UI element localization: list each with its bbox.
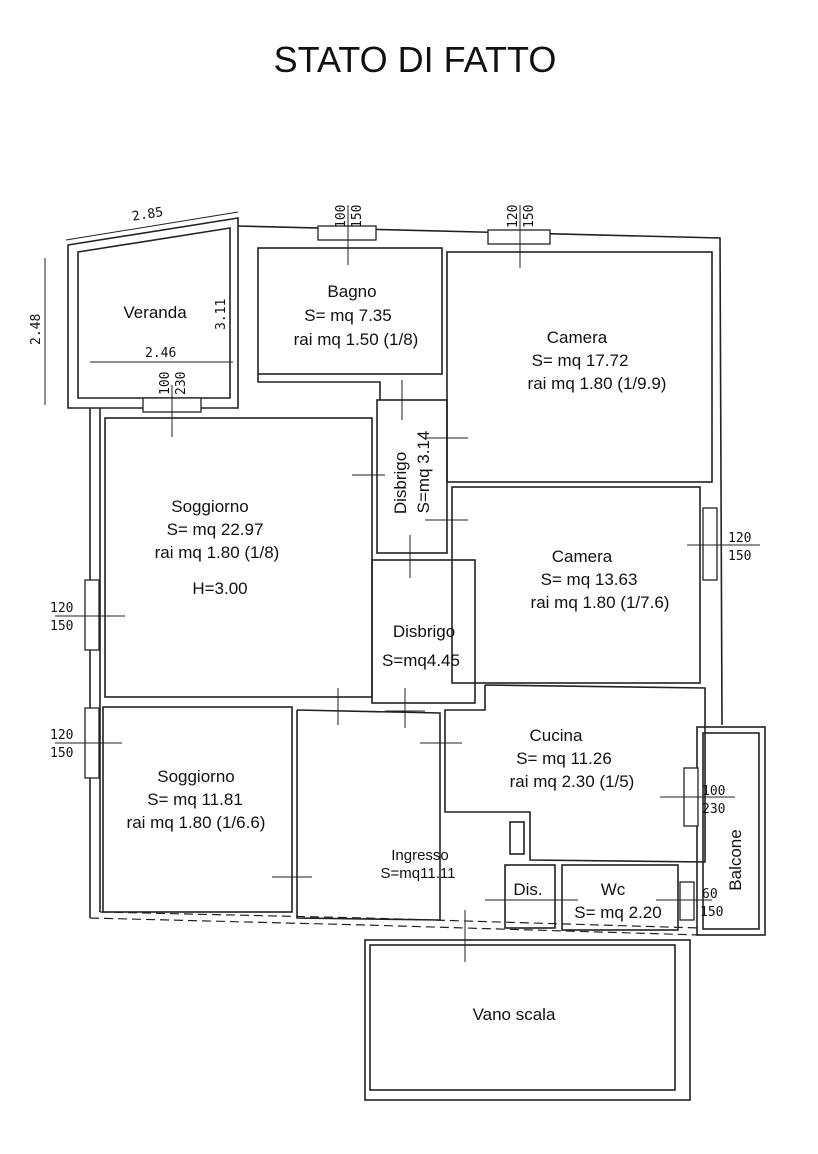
- room-name-balcone: Balcone: [726, 829, 745, 890]
- win-bagno-w: 100: [334, 205, 349, 228]
- room-name-wc: Wc: [601, 880, 626, 899]
- room-area-soggiorno-1: S= mq 22.97: [167, 520, 264, 539]
- room-name-disbrigo-1: Disbrigo: [391, 452, 410, 514]
- win-soggiorno1-h: 150: [50, 619, 73, 634]
- room-name-vano-scala: Vano scala: [473, 1005, 556, 1024]
- win-veranda-w: 100: [158, 372, 173, 395]
- window-soggiorno-1: [84, 579, 100, 651]
- room-name-ingresso: Ingresso: [391, 847, 449, 864]
- window-wc: [679, 881, 695, 921]
- room-name-bagno: Bagno: [327, 282, 376, 301]
- room-camera-2: [451, 486, 701, 684]
- room-disbrigo-1: [376, 399, 448, 554]
- room-rai-camera-2: rai mq 1.80 (1/7.6): [531, 593, 670, 612]
- win-cucina-h: 230: [702, 802, 725, 817]
- outer-walls: [89, 225, 723, 936]
- room-area-bagno: S= mq 7.35: [304, 306, 391, 325]
- win-camera2-h: 150: [728, 549, 751, 564]
- room-area-disbrigo-1: S=mq 3.14: [414, 431, 433, 514]
- win-soggiorno2-h: 150: [50, 746, 73, 761]
- dim-veranda-left: 2.48: [29, 314, 44, 345]
- page-title: STATO DI FATTO: [274, 39, 557, 80]
- room-name-cucina: Cucina: [530, 726, 583, 745]
- window-bagno: [317, 225, 377, 241]
- win-veranda-h: 230: [174, 372, 189, 395]
- win-soggiorno2-w: 120: [50, 728, 73, 743]
- veranda: 2.85 2.48 3.11 2.46 Veranda: [29, 205, 239, 409]
- room-labels: Bagno S= mq 7.35 rai mq 1.50 (1/8) Camer…: [127, 282, 745, 1024]
- dimension-line: [65, 211, 239, 241]
- room-name-veranda: Veranda: [123, 303, 187, 322]
- dim-veranda-top: 2.85: [131, 205, 164, 225]
- room-area-ingresso: S=mq11.11: [381, 865, 456, 882]
- room-area-camera-2: S= mq 13.63: [541, 570, 638, 589]
- win-soggiorno1-w: 120: [50, 601, 73, 616]
- room-name-soggiorno-1: Soggiorno: [171, 497, 249, 516]
- room-name-camera-1: Camera: [547, 328, 608, 347]
- room-area-soggiorno-2: S= mq 11.81: [147, 790, 243, 809]
- room-rai-bagno: rai mq 1.50 (1/8): [294, 330, 419, 349]
- room-soggiorno-1: [104, 417, 373, 698]
- room-bagno: [257, 247, 443, 375]
- room-disbrigo-2: [371, 559, 476, 704]
- dim-veranda-inner: 2.46: [145, 346, 176, 361]
- win-cucina-w: 100: [702, 784, 725, 799]
- room-cucina: [444, 684, 706, 863]
- dim-veranda-right: 3.11: [214, 299, 229, 330]
- win-bagno-h: 150: [350, 205, 365, 228]
- room-height-soggiorno-1: H=3.00: [192, 579, 247, 598]
- room-camera-1: [446, 251, 713, 483]
- win-wc-h: 150: [700, 905, 723, 920]
- win-camera1-h: 150: [522, 205, 537, 228]
- room-area-camera-1: S= mq 17.72: [532, 351, 629, 370]
- room-area-wc: S= mq 2.20: [574, 903, 661, 922]
- room-rai-soggiorno-1: rai mq 1.80 (1/8): [155, 543, 280, 562]
- room-wc: [561, 864, 679, 931]
- room-name-dis: Dis.: [513, 880, 542, 899]
- win-camera2-w: 120: [728, 531, 751, 546]
- room-rai-cucina: rai mq 2.30 (1/5): [510, 772, 635, 791]
- win-wc-w: 60: [702, 887, 718, 902]
- room-soggiorno-2: [102, 706, 293, 913]
- room-name-soggiorno-2: Soggiorno: [157, 767, 235, 786]
- cross-marks: [55, 205, 760, 962]
- window-camera-1: [487, 229, 551, 245]
- room-area-cucina: S= mq 11.26: [516, 749, 612, 768]
- room-vano-scala: [364, 939, 691, 1101]
- window-dimensions: 100 150 120 150 100 230 120 150 120 150 …: [50, 205, 751, 920]
- room-balcone: [696, 726, 766, 936]
- room-name-disbrigo-2: Disbrigo: [393, 622, 455, 641]
- room-area-disbrigo-2: S=mq4.45: [382, 651, 460, 670]
- room-ingresso: [296, 709, 441, 921]
- room-name-camera-2: Camera: [552, 547, 613, 566]
- room-rai-camera-1: rai mq 1.80 (1/9.9): [528, 374, 667, 393]
- win-camera1-w: 120: [506, 205, 521, 228]
- room-dis: [504, 864, 556, 929]
- room-rai-soggiorno-2: rai mq 1.80 (1/6.6): [127, 813, 266, 832]
- window-camera-2: [702, 507, 718, 581]
